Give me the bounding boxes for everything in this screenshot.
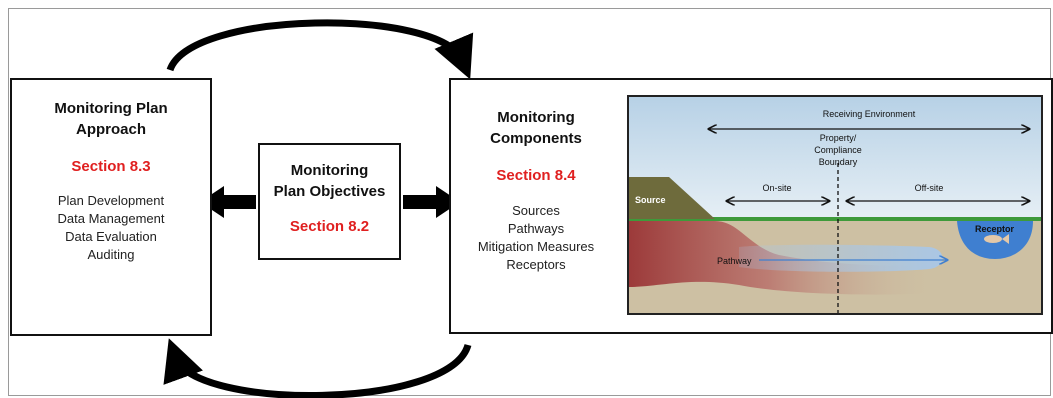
receiving-label: Receiving Environment — [823, 109, 916, 119]
grass-line — [629, 217, 1041, 221]
approach-box: Monitoring Plan Approach Section 8.3 Pla… — [10, 78, 212, 336]
fish-tail — [1002, 234, 1009, 244]
approach-item: Plan Development — [57, 193, 165, 208]
boundary-label-2: Compliance — [814, 145, 862, 155]
approach-section: Section 8.3 — [71, 158, 151, 175]
offsite-label: Off-site — [915, 183, 944, 193]
components-item: Pathways — [507, 221, 565, 236]
components-section: Section 8.4 — [496, 167, 576, 184]
source-hill — [629, 177, 715, 219]
pathway-lens — [739, 244, 943, 272]
components-text: Monitoring Components Section 8.4 Source… — [471, 80, 601, 274]
approach-title-line1: Monitoring Plan — [54, 100, 168, 117]
receptor-label: Receptor — [975, 224, 1015, 234]
approach-title: Monitoring Plan Approach — [12, 98, 210, 140]
objectives-title: Monitoring Plan Objectives — [260, 160, 399, 202]
components-item: Receptors — [506, 257, 566, 272]
objectives-section: Section 8.2 — [289, 218, 370, 235]
approach-item: Data Management — [57, 211, 165, 226]
source-label: Source — [635, 195, 666, 205]
objectives-box: Monitoring Plan Objectives Section 8.2 — [258, 143, 401, 260]
components-title-line2: Components — [490, 130, 582, 147]
environment-illustration: Receiving Environment Property/ Complian… — [627, 95, 1043, 315]
boundary-label-3: Boundary — [819, 157, 858, 167]
approach-item: Data Evaluation — [65, 229, 157, 244]
components-title-line1: Monitoring — [497, 109, 575, 126]
components-box: Monitoring Components Section 8.4 Source… — [449, 78, 1053, 334]
approach-title-line2: Approach — [75, 121, 146, 138]
components-item: Sources — [512, 203, 560, 218]
approach-item: Auditing — [87, 247, 135, 262]
fish-icon — [984, 235, 1002, 243]
objectives-title-line1: Monitoring — [290, 162, 369, 179]
components-title: Monitoring Components — [471, 107, 601, 149]
pathway-label: Pathway — [717, 256, 752, 266]
boundary-label-1: Property/ — [820, 133, 857, 143]
components-list: Sources Pathways Mitigation Measures Rec… — [471, 202, 601, 274]
onsite-label: On-site — [762, 183, 791, 193]
approach-list: Plan Development Data Management Data Ev… — [12, 192, 210, 264]
objectives-title-line2: Plan Objectives — [273, 183, 386, 200]
components-item: Mitigation Measures — [477, 239, 595, 254]
